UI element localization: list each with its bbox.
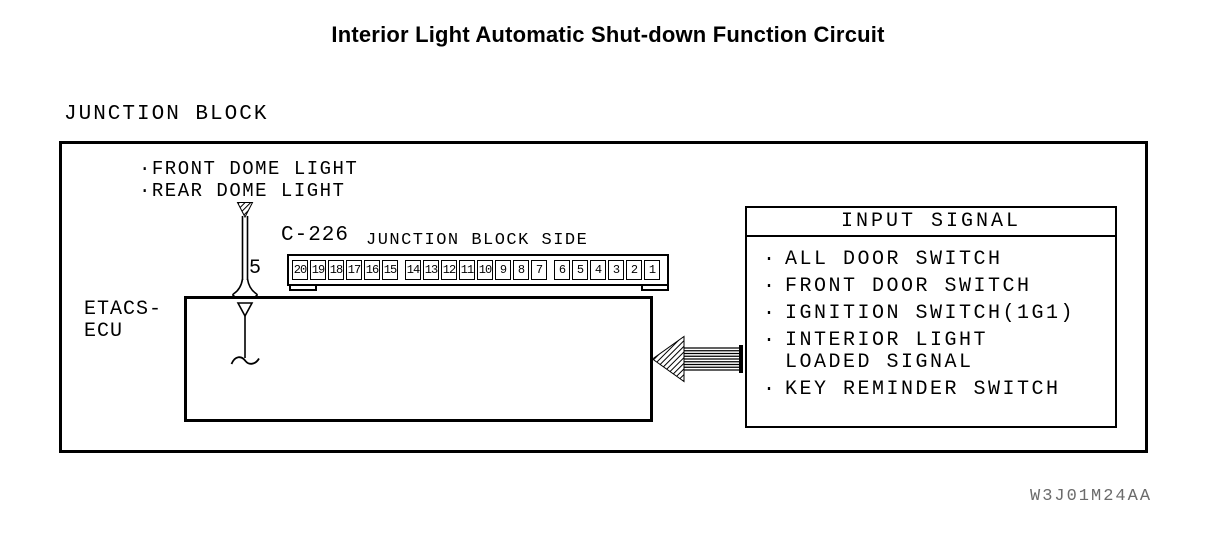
connector-id-label: C-226 — [281, 224, 350, 247]
bullet-icon: · — [763, 329, 778, 352]
connector-pin: 10 — [477, 260, 493, 280]
input-signal-list: · ALL DOOR SWITCH · FRONT DOOR SWITCH · … — [747, 237, 1115, 401]
input-signal-item-label: FRONT DOOR SWITCH — [785, 275, 1032, 298]
dome-light-label: ·FRONT DOME LIGHT — [139, 158, 359, 180]
connector-tab-right — [641, 284, 669, 291]
wire-pin-number: 5 — [249, 257, 262, 280]
bullet-icon: · — [763, 378, 778, 401]
bullet-icon: · — [763, 275, 778, 298]
input-signal-item: · ALL DOOR SWITCH — [763, 249, 1111, 271]
input-signal-item: · INTERIOR LIGHT LOADED SIGNAL — [763, 330, 1111, 374]
junction-block-outline — [59, 141, 1148, 453]
connector-c226: 20 19 18 17 16 15 14 13 12 11 10 9 8 7 6 — [287, 254, 669, 286]
etacs-ecu-box — [184, 296, 653, 422]
connector-pin: 15 — [382, 260, 398, 280]
connector-pin: 13 — [423, 260, 439, 280]
dome-light-label: ·REAR DOME LIGHT — [139, 180, 346, 202]
connector-pin: 19 — [310, 260, 326, 280]
input-signal-item: · IGNITION SWITCH(1G1) — [763, 303, 1111, 325]
connector-pin: 9 — [495, 260, 511, 280]
connector-pin: 11 — [459, 260, 475, 280]
connector-pin: 20 — [292, 260, 308, 280]
connector-pin: 3 — [608, 260, 624, 280]
connector-pin: 17 — [346, 260, 362, 280]
connector-pin: 12 — [441, 260, 457, 280]
connector-pin: 7 — [531, 260, 547, 280]
connector-pin: 14 — [405, 260, 421, 280]
connector-pin: 5 — [572, 260, 588, 280]
page-title: Interior Light Automatic Shut-down Funct… — [331, 22, 885, 47]
connector-side-label: JUNCTION BLOCK SIDE — [366, 231, 589, 250]
connector-pin: 8 — [513, 260, 529, 280]
input-signal-item-label: ALL DOOR SWITCH — [785, 248, 1003, 271]
figure-code: W3J01M24AA — [1030, 487, 1153, 506]
input-signal-item-label: IGNITION SWITCH(1G1) — [785, 302, 1076, 325]
connector-pin: 6 — [554, 260, 570, 280]
ecu-label: ETACS- ECU — [84, 298, 163, 343]
input-signal-item-label: INTERIOR LIGHT LOADED SIGNAL — [785, 329, 989, 374]
junction-block-label: JUNCTION BLOCK — [64, 103, 269, 126]
connector-pin-row: 20 19 18 17 16 15 14 13 12 11 10 9 8 7 6 — [289, 256, 667, 284]
connector-tab-left — [289, 284, 317, 291]
input-signal-item: · FRONT DOOR SWITCH — [763, 276, 1111, 298]
connector-pin: 18 — [328, 260, 344, 280]
connector-pin: 16 — [364, 260, 380, 280]
input-signal-box: INPUT SIGNAL · ALL DOOR SWITCH · FRONT D… — [745, 206, 1117, 428]
bullet-icon: · — [763, 302, 778, 325]
dome-light-labels: ·FRONT DOME LIGHT ·REAR DOME LIGHT — [139, 158, 358, 202]
connector-pin: 1 — [644, 260, 660, 280]
input-signal-item-label: KEY REMINDER SWITCH — [785, 378, 1061, 401]
input-signal-header: INPUT SIGNAL — [747, 208, 1115, 237]
input-signal-item: · KEY REMINDER SWITCH — [763, 379, 1111, 401]
connector-pin: 2 — [626, 260, 642, 280]
connector-pin: 4 — [590, 260, 606, 280]
bullet-icon: · — [763, 248, 778, 271]
